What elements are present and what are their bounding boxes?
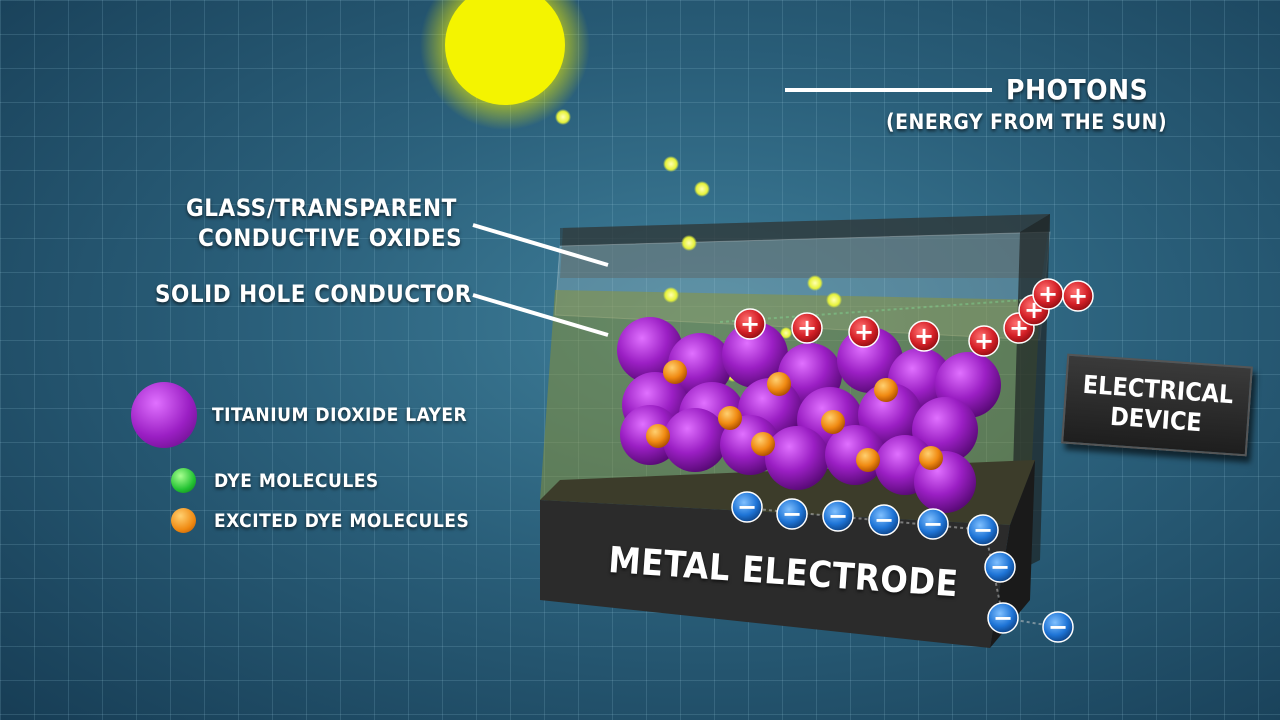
electron-charge-icon: − xyxy=(868,504,900,536)
electron-charge-icon: − xyxy=(967,514,999,546)
excited-dye-molecules xyxy=(646,360,943,472)
excited-dye-molecule-dot-icon xyxy=(171,508,196,533)
svg-text:+: + xyxy=(854,318,874,346)
photons-label: PHOTONS xyxy=(1006,73,1149,106)
svg-text:+: + xyxy=(740,310,760,338)
electron-charge-icon: − xyxy=(822,500,854,532)
electrical-device-label: ELECTRICAL DEVICE xyxy=(1081,369,1235,438)
glass-leader-line xyxy=(472,223,609,267)
legend-label-dye: DYE MOLECULES xyxy=(214,470,379,492)
svg-text:−: − xyxy=(874,506,894,534)
photons-sub-label: (ENERGY FROM THE SUN) xyxy=(886,110,1168,134)
titanium-dioxide-sphere-icon xyxy=(131,382,197,448)
legend-label-titanium: TITANIUM DIOXIDE LAYER xyxy=(212,404,468,426)
svg-text:−: − xyxy=(782,500,802,528)
photon-particles xyxy=(555,109,935,389)
svg-text:+: + xyxy=(974,327,994,355)
hole-charge-icon: + xyxy=(848,316,880,348)
hole-conductor-leader-line xyxy=(472,293,609,337)
electrical-device-box: ELECTRICAL DEVICE xyxy=(1061,353,1253,457)
sun-icon xyxy=(420,0,590,130)
glass-label-line1: GLASS/TRANSPARENT xyxy=(186,194,457,222)
svg-text:+: + xyxy=(1038,280,1058,308)
metal-electrode-block xyxy=(540,500,1010,648)
svg-text:+: + xyxy=(797,314,817,342)
glass-label-line2: CONDUCTIVE OXIDES xyxy=(198,224,463,252)
svg-text:−: − xyxy=(923,510,943,538)
dye-molecule-dot-icon xyxy=(171,468,196,493)
electron-charge-icon: − xyxy=(984,551,1016,583)
svg-text:−: − xyxy=(828,502,848,530)
hole-charge-icon: + xyxy=(908,320,940,352)
svg-text:−: − xyxy=(990,553,1010,581)
svg-text:−: − xyxy=(1048,613,1068,641)
electron-charge-icon: − xyxy=(987,602,1019,634)
hole-charge-icon: + xyxy=(791,312,823,344)
hole-charge-icon: + xyxy=(1032,278,1064,310)
hole-charge-icon: + xyxy=(968,325,1000,357)
svg-text:−: − xyxy=(973,516,993,544)
svg-text:−: − xyxy=(737,493,757,521)
hole-conductor-label: SOLID HOLE CONDUCTOR xyxy=(155,280,472,308)
legend-label-excited-dye: EXCITED DYE MOLECULES xyxy=(214,510,470,532)
hole-charge-icon: + xyxy=(734,308,766,340)
electron-charge-icon: − xyxy=(776,498,808,530)
electron-charge-icon: − xyxy=(731,491,763,523)
electron-charge-icon: − xyxy=(1042,611,1074,643)
electron-charge-icon: − xyxy=(917,508,949,540)
svg-text:−: − xyxy=(993,604,1013,632)
svg-text:+: + xyxy=(914,322,934,350)
hole-charge-icon: + xyxy=(1062,280,1094,312)
svg-text:+: + xyxy=(1068,282,1088,310)
